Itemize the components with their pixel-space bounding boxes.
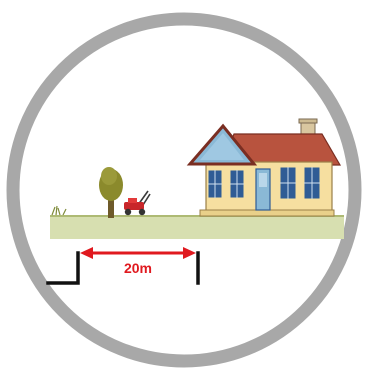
distance-label: 20m [124,260,152,276]
ground [50,215,344,239]
